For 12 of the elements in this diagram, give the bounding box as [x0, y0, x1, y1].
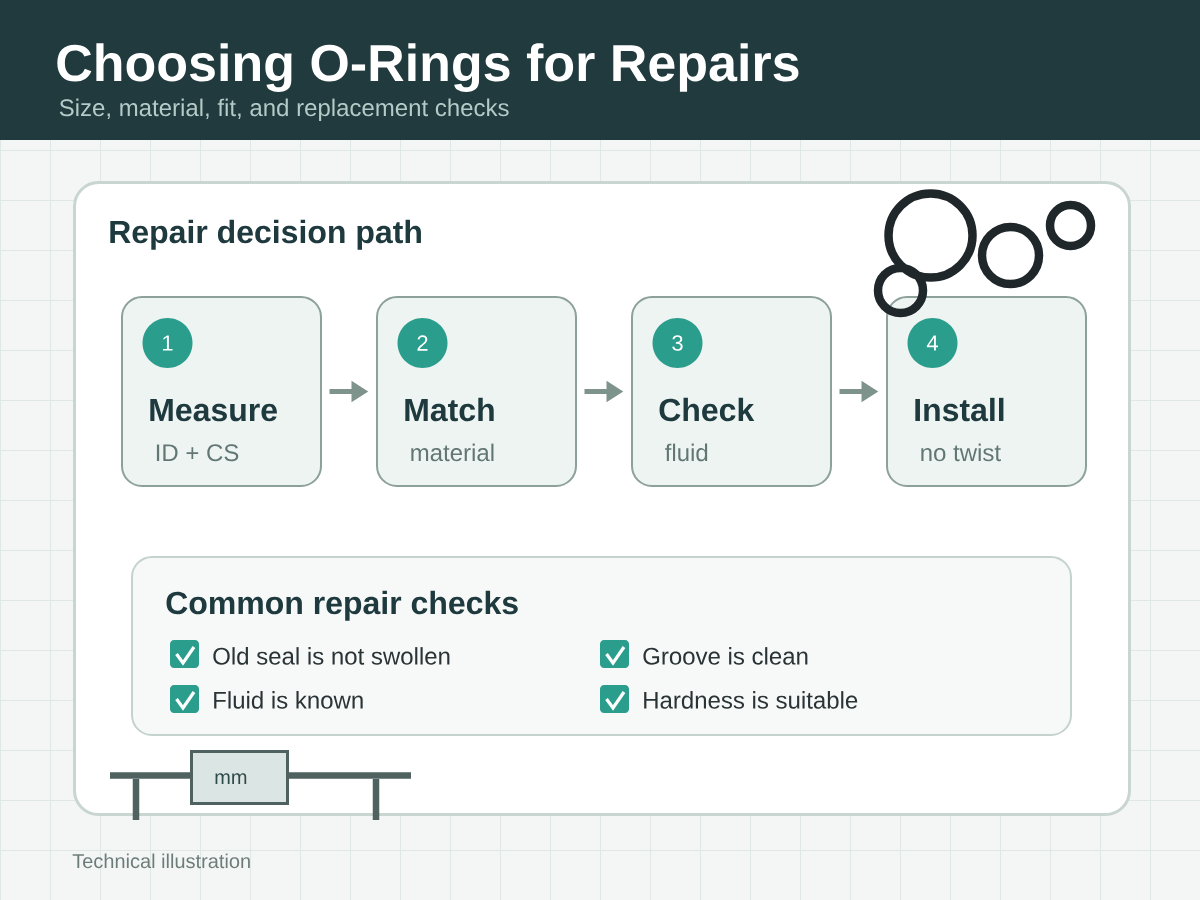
- number-badge: 4: [907, 318, 958, 368]
- title: Choosing O-Rings for Repairs: [57, 43, 799, 93]
- subtitle: Size, material, fit, and replacement checks: [59, 98, 509, 121]
- checklist-item: Groove is clean: [643, 647, 808, 665]
- number-badge: 1: [142, 318, 193, 368]
- number-badge: 3: [652, 318, 703, 368]
- number-badge: 2: [397, 318, 448, 368]
- checklist-item: Fluid is known: [214, 691, 363, 709]
- readout-box: mm: [190, 750, 289, 805]
- checklist-item: Old seal is not swollen: [213, 647, 450, 665]
- checklist-item: Hardness is suitable: [644, 691, 858, 709]
- caption: Technical illustration: [72, 853, 250, 869]
